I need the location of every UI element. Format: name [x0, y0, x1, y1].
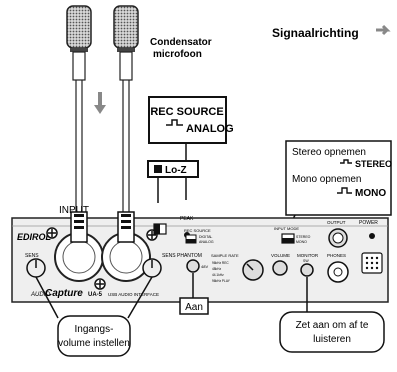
- monitor-sub: SW: [303, 259, 309, 263]
- peak-label: PEAK: [180, 216, 194, 222]
- model-prefix: AUDIO: [30, 292, 50, 298]
- sr-opt-3: 44.1kHz: [212, 273, 224, 277]
- volume-knob[interactable]: [272, 260, 288, 276]
- loz-callout-value: Lo-Z: [165, 165, 187, 176]
- output-label: OUTPUT: [327, 220, 346, 225]
- sr-opt-4: 96kHz PLAY: [212, 279, 231, 283]
- power-led: [369, 233, 375, 239]
- switch-on-icon: [154, 165, 162, 173]
- brand-logo: EDIROL: [17, 232, 51, 242]
- volume-label: VOLUME: [271, 253, 290, 258]
- mic-label-line1: Condensator: [150, 37, 212, 48]
- stereo-line3: Mono opnemen: [292, 174, 362, 185]
- stereo-mono-callout: [285, 140, 392, 216]
- rec-source-callout-value: ANALOG: [186, 123, 234, 135]
- output-knob[interactable]: [328, 228, 348, 248]
- mode-opt-stereo: STEREO: [296, 235, 311, 239]
- input-mode-switch[interactable]: [281, 233, 295, 244]
- stereo-line2: STEREO: [355, 159, 392, 169]
- mode-opt-mono: MONO: [296, 240, 307, 244]
- aan-callout: [179, 297, 209, 315]
- mic-label-line2: microfoon: [153, 49, 202, 60]
- input-mode-label: INPUT MODE: [274, 226, 299, 231]
- signal-direction-label: Signaalrichting: [272, 26, 359, 40]
- monitor-label: MONITOR: [297, 253, 319, 258]
- model-name: Capture: [45, 288, 83, 299]
- phantom-sub: 48V: [201, 264, 208, 269]
- sample-rate-knob[interactable]: [242, 259, 264, 281]
- loz-switch[interactable]: [153, 223, 167, 235]
- stereo-switch-icon: [340, 159, 352, 164]
- rec-source-callout: [148, 96, 227, 144]
- rec-source-callout-title: REC SOURCE: [150, 106, 223, 118]
- monitor-switch[interactable]: [300, 263, 314, 277]
- ingang-line2: volume instellen: [58, 338, 130, 349]
- sr-opt-2: 48kHz: [212, 267, 221, 271]
- xlr-plug-left: [70, 211, 88, 243]
- power-label: POWER: [359, 220, 378, 226]
- ingang-callout: [57, 315, 131, 357]
- signal-direction-arrow-icon: [376, 24, 391, 36]
- model-number: UA-5: [88, 292, 103, 298]
- phantom-button[interactable]: [186, 259, 200, 273]
- zet-callout: [279, 311, 385, 353]
- sens-phantom-label: SENS PHANTOM: [162, 253, 202, 259]
- xlr-plug-right: [117, 211, 135, 243]
- model-subtitle: USB AUDIO INTERFACE: [108, 292, 159, 297]
- input-label: INPUT: [59, 205, 89, 216]
- aan-text: Aan: [185, 302, 203, 313]
- rec-source-switch[interactable]: [185, 234, 197, 244]
- mono-switch-icon: [337, 187, 352, 194]
- zet-line1: Zet aan om af te: [296, 320, 369, 331]
- sr-opt-1: 96kHz REC: [212, 261, 229, 265]
- sens-knob-left[interactable]: [26, 258, 46, 278]
- rec-opt-analog: ANALOG: [199, 240, 214, 244]
- condenser-mic-right: [113, 5, 139, 81]
- phones-jack[interactable]: [327, 261, 349, 283]
- ingang-line1: Ingangs-: [75, 324, 114, 335]
- sens-knob-right[interactable]: [142, 258, 162, 278]
- phones-label: PHONES: [327, 253, 346, 258]
- switch-position-icon: [166, 119, 183, 126]
- sens-label: SENS: [25, 253, 39, 259]
- stereo-line4: MONO: [355, 188, 386, 199]
- stereo-line1: Stereo opnemen: [292, 147, 366, 158]
- usb-port-icon: [361, 252, 383, 274]
- rec-opt-digital: DIGITAL: [199, 235, 212, 239]
- sample-rate-label: SAMPLE RATE: [211, 253, 239, 258]
- zet-line2: luisteren: [313, 334, 351, 345]
- down-arrow-icon: [94, 92, 106, 114]
- condenser-mic-left: [66, 5, 92, 81]
- rec-source-label: REC SOURCE: [184, 228, 211, 233]
